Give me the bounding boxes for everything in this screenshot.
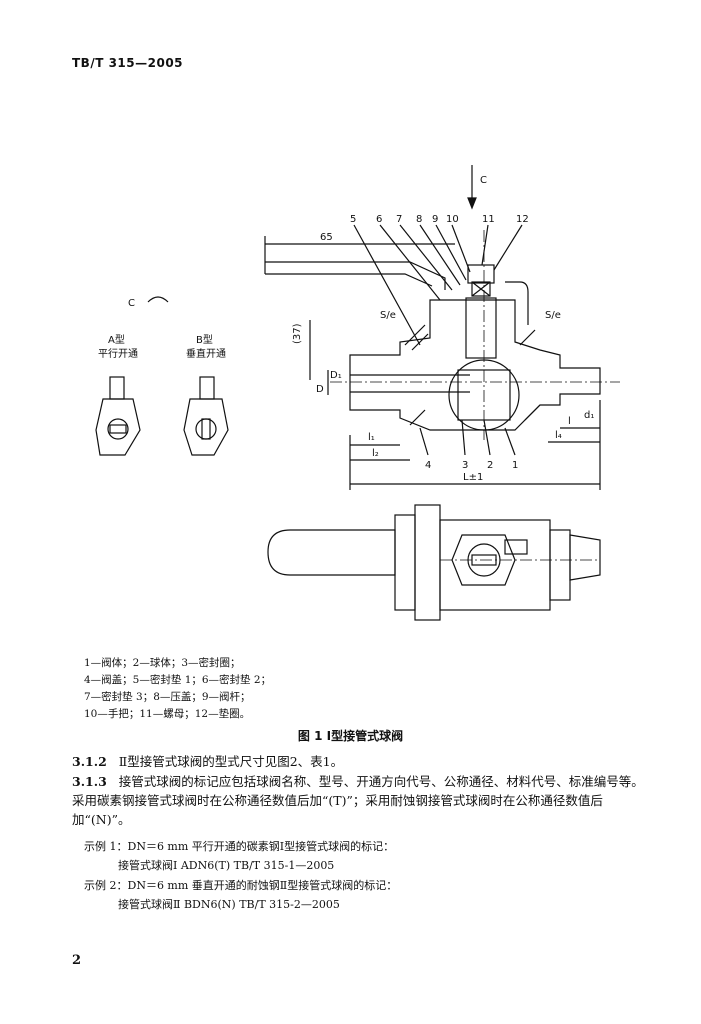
valve-drawing: C C A型 平行开通 B型 垂直开通 65 (37) S/e S/e D D₁… [95, 165, 620, 621]
document-header: TB/T 315—2005 [72, 56, 184, 70]
legend-line: 7—密封垫 3；8—压盖；9—阀杆； [84, 691, 251, 703]
section-text: Ⅱ型接管式球阀的型式尺寸见图2、表1。 [118, 754, 344, 769]
callout-11: 11 [482, 214, 495, 225]
type-b-desc: 垂直开通 [186, 347, 226, 360]
figure-legend: 1—阀体；2—球体；3—密封圈； 4—阀盖；5—密封垫 1；6—密封垫 2； 7… [84, 655, 271, 723]
section-number: 3.1.2 [72, 754, 107, 769]
dim-D1: D₁ [330, 370, 342, 381]
dim-l1: l₁ [368, 432, 375, 443]
section-3-1-2: 3.1.2 Ⅱ型接管式球阀的型式尺寸见图2、表1。 [72, 752, 652, 771]
view-c-small-label: C [128, 298, 135, 309]
dim-l4: l₄ [555, 430, 562, 441]
dim-l: l [568, 416, 571, 427]
section-number: 3.1.3 [72, 774, 107, 789]
callout-10: 10 [446, 214, 459, 225]
dim-37: (37) [292, 323, 303, 344]
type-a-label: A型 [108, 333, 125, 346]
legend-line: 4—阀盖；5—密封垫 1；6—密封垫 2； [84, 674, 272, 686]
type-a-desc: 平行开通 [98, 347, 138, 360]
example-1-mark: 接管式球阀Ⅰ ADN6(T) TB/T 315-1—2005 [118, 859, 335, 872]
type-b-label: B型 [196, 333, 213, 346]
callout-12: 12 [516, 214, 529, 225]
example-2-label: 示例 2：DN＝6 mm 垂直开通的耐蚀钢Ⅱ型接管式球阀的标记： [84, 879, 398, 892]
figure-caption: 图 1 Ⅰ型接管式球阀 [297, 729, 404, 743]
legend-line: 1—阀体；2—球体；3—密封圈； [84, 657, 241, 669]
callout-8: 8 [416, 214, 422, 225]
example-2-mark: 接管式球阀Ⅱ BDN6(N) TB/T 315-2—2005 [118, 898, 340, 911]
callout-2: 2 [487, 460, 493, 471]
dim-L: L±1 [463, 472, 483, 483]
callout-3: 3 [462, 460, 468, 471]
legend-line: 10—手把；11—螺母；12—垫圈。 [84, 708, 251, 720]
section-3-1-3: 3.1.3 接管式球阀的标记应包括球阀名称、型号、开通方向代号、公称通径、材料代… [72, 772, 652, 829]
callout-6: 6 [376, 214, 382, 225]
dim-d1: d₁ [584, 410, 594, 421]
dim-65: 65 [320, 232, 333, 243]
view-c-label: C [480, 175, 487, 186]
callout-5: 5 [350, 214, 356, 225]
dim-l2: l₂ [372, 448, 379, 459]
page-number: 2 [72, 953, 82, 968]
callout-9: 9 [432, 214, 438, 225]
callout-1: 1 [512, 460, 518, 471]
callout-4: 4 [425, 460, 431, 471]
dim-se-right: S/e [545, 310, 561, 321]
dim-D: D [316, 384, 324, 395]
section-text: 接管式球阀的标记应包括球阀名称、型号、开通方向代号、公称通径、材料代号、标准编号… [72, 774, 644, 827]
callout-7: 7 [396, 214, 402, 225]
dim-se-left: S/e [380, 310, 396, 321]
example-1-label: 示例 1：DN＝6 mm 平行开通的碳素钢Ⅰ型接管式球阀的标记： [84, 840, 395, 853]
